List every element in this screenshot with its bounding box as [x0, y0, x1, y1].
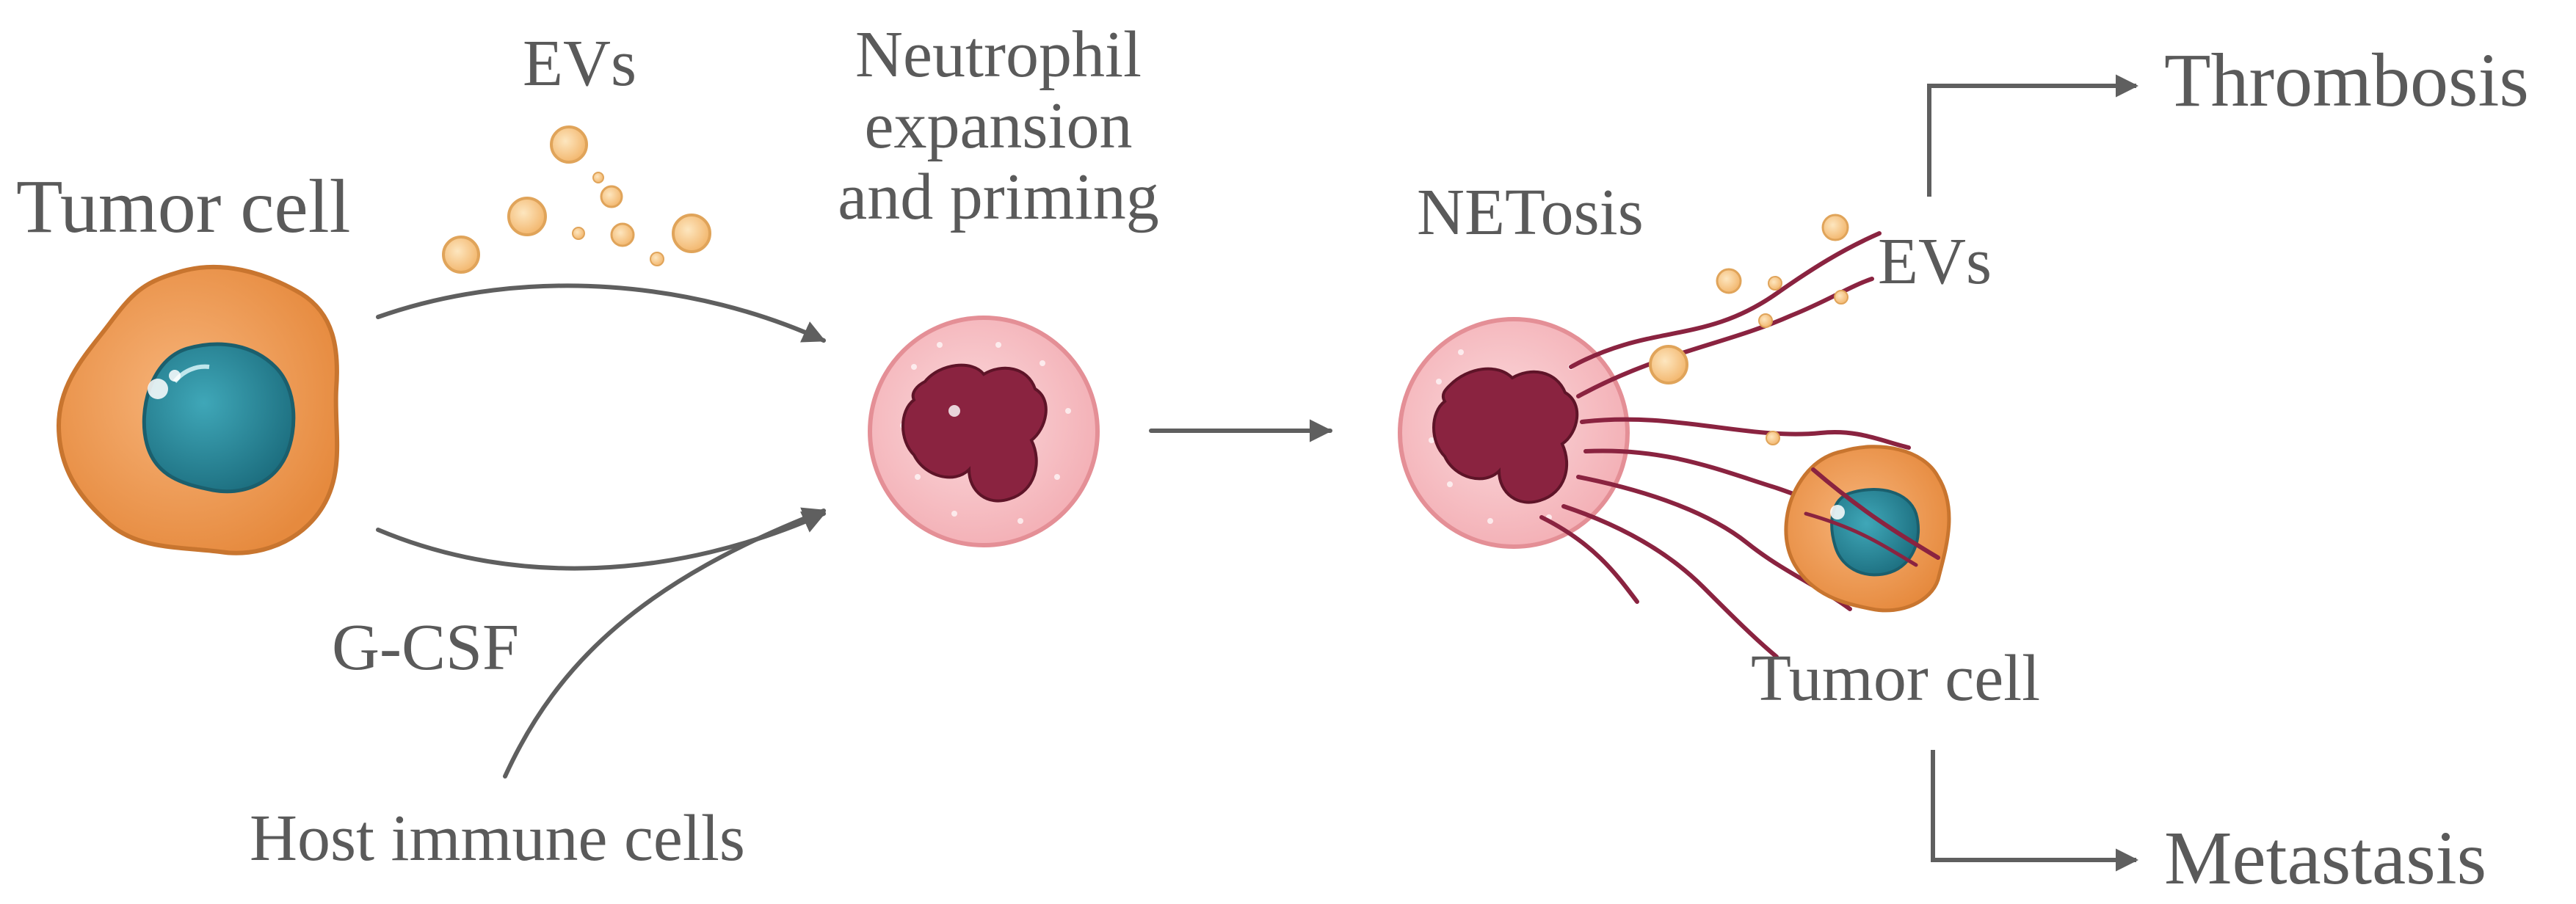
netosis-neutrophil-illustration — [1398, 317, 1630, 549]
tumor-cell-right-illustration — [1784, 445, 1951, 613]
neutrophil-expansion-label: Neutrophil expansion and priming — [782, 19, 1215, 233]
tumor-cell-left-label: Tumor cell — [16, 164, 351, 249]
host-immune-to-neutrophil-arrow — [503, 507, 826, 779]
ev-to-neutrophil-arrow — [376, 283, 826, 343]
thrombosis-label: Thrombosis — [2164, 38, 2529, 123]
netosis-label: NETosis — [1417, 176, 1644, 249]
neutrophil-label-line2: expansion — [864, 90, 1133, 163]
thrombosis-arrow — [1927, 74, 2139, 197]
metastasis-arrow — [1931, 750, 2139, 872]
neutrophil-illustration — [868, 316, 1100, 547]
tumor-cell-left-illustration — [56, 264, 340, 555]
ev-cluster-right — [1649, 214, 1849, 445]
g-csf-label: G-CSF — [332, 611, 520, 684]
arrows-to-neutrophil — [376, 283, 1333, 779]
metastasis-label: Metastasis — [2164, 816, 2487, 900]
host-immune-cells-label: Host immune cells — [250, 802, 745, 875]
outcome-arrows — [1927, 74, 2139, 872]
evs-top-label: EVs — [523, 27, 636, 100]
ev-cluster-left — [442, 125, 711, 274]
neutrophil-label-line3: and priming — [838, 161, 1159, 234]
evs-right-label: EVs — [1878, 225, 1992, 298]
tumor-cell-right-label: Tumor cell — [1751, 642, 2041, 715]
neutrophil-label-line1: Neutrophil — [855, 18, 1142, 91]
